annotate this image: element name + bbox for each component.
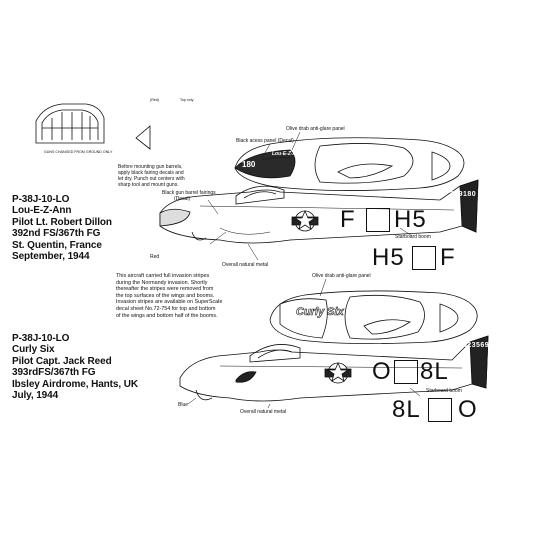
aircraft1-location: St. Quentin, France: [12, 239, 102, 251]
aircraft1-side-view: [159, 179, 479, 244]
aircraft2-name: Curly Six: [12, 344, 55, 356]
aircraft1-side-code-right: H5: [394, 206, 427, 233]
aircraft1-title: P-38J-10-LO Lou-E-Z-Ann Pilot Lt. Robert…: [12, 194, 112, 262]
aircraft2-pilot: Pilot Capt. Jack Reed: [12, 355, 112, 367]
aircraft2-side-view: [179, 335, 489, 402]
aircraft1-unit: 392nd FS/367th FG: [12, 228, 101, 240]
aircraft1-name: Lou-E-Z-Ann: [12, 205, 72, 217]
aircraft2-starboard-code-box: [428, 398, 452, 422]
aircraft2-top-view: [269, 290, 478, 344]
canopy-detail-drawing: [35, 103, 105, 144]
red-top-label: (Red): [150, 98, 159, 102]
gun-fairing-label: Black gun barrel fairings (Decal): [162, 190, 216, 202]
aircraft1-model: P-38J-10-LO: [12, 194, 70, 205]
aircraft2-tail-serial: 423569: [462, 342, 490, 349]
aircraft1-starboard-code-left: H5: [372, 244, 405, 271]
aircraft1-tail-serial: 269180: [449, 191, 477, 198]
aircraft1-side-code-left: F: [340, 206, 356, 233]
aircraft1-pilot: Pilot Lt. Robert Dillon: [12, 216, 112, 228]
aircraft2-nose-art: Curly Six: [296, 306, 344, 319]
aircraft2-starboard-code-left: 8L: [392, 396, 421, 423]
aircraft2-location: Ibsley Airdrome, Hants, UK: [12, 378, 138, 390]
black-access-panel-label: Black acess panel (Decal): [236, 138, 294, 144]
invasion-stripes-note: This aircraft carried full invasion stri…: [116, 273, 223, 319]
aircraft1-tail-serial-box: 269180: [448, 183, 478, 201]
canopy-note: GUNS CHANGED FROM GROUND ONLY: [44, 150, 113, 154]
aircraft1-side-code-box: [366, 208, 390, 232]
aircraft2-tail-serial-box: 423569: [462, 334, 490, 352]
gun-barrel-note: Before mounting gun barrels, apply black…: [118, 164, 185, 188]
aircraft2-side-code-left: O: [372, 358, 392, 385]
aircraft2-model: P-38J-10-LO: [12, 333, 70, 344]
aircraft1-starboard-label: Starboard boom: [395, 234, 431, 240]
aircraft2-title: P-38J-10-LO Curly Six Pilot Capt. Jack R…: [12, 333, 138, 401]
aircraft1-overall-label: Overall natural metal: [222, 262, 269, 268]
aircraft1-top-view: [234, 137, 465, 191]
aircraft1-nose-art: Lou-E-Z-Ann: [272, 151, 303, 157]
tail-top-label: Top only: [180, 98, 194, 102]
aircraft1-date: September, 1944: [12, 251, 90, 263]
aircraft1-nose-number: 180: [242, 160, 256, 169]
aircraft1-starboard-code-box: [412, 246, 436, 270]
aircraft2-side-code-box: [394, 360, 418, 384]
aircraft2-side-code-right: 8L: [420, 358, 449, 385]
aircraft1-star-insignia: [291, 209, 319, 232]
aircraft2-blue-label: Blue: [178, 402, 189, 408]
aircraft1-red-label: Red: [150, 254, 160, 260]
aircraft2-starboard-label: Starboard boom: [426, 388, 462, 394]
aircraft2-olive-drab-label: Olive drab anti-glare panel: [312, 273, 371, 279]
aircraft2-star-insignia: [324, 361, 352, 384]
aircraft2-date: July, 1944: [12, 390, 59, 402]
aircraft2-overall-label: Overall natural metal: [240, 409, 287, 415]
aircraft2-unit: 393rdFS/367th FG: [12, 367, 96, 379]
aircraft1-olive-drab-label: Olive drab anti-glare panel: [286, 126, 345, 132]
aircraft2-starboard-code-right: O: [458, 396, 478, 423]
leader-lines: [187, 131, 421, 409]
nose-cone-drawing: [135, 125, 151, 150]
aircraft1-starboard-code-right: F: [440, 244, 456, 271]
